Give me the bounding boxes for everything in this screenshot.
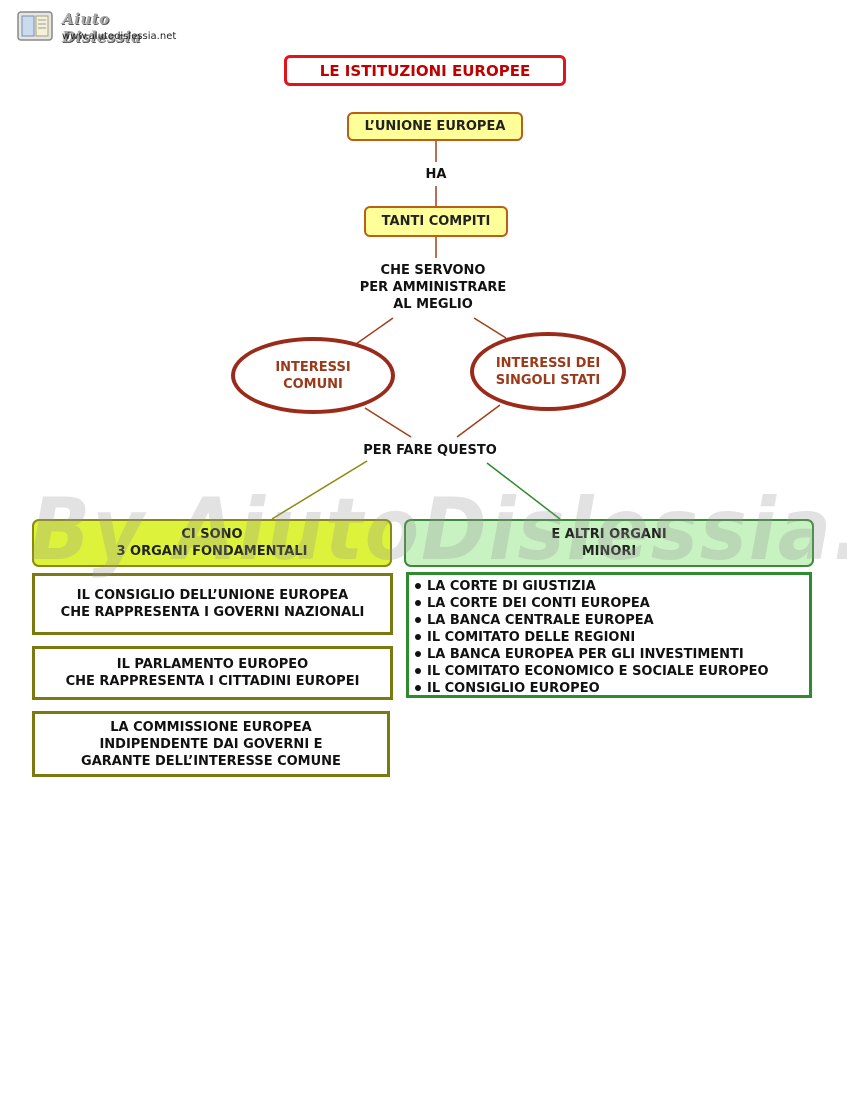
bullet-icon (415, 633, 421, 640)
box-consiglio-ue-line-1: IL CONSIGLIO DELL’UNIONE EUROPEA (76, 588, 349, 603)
list-item: IL COMITATO DELLE REGIONI (413, 629, 809, 646)
list-item-text: IL COMITATO ECONOMICO E SOCIALE EUROPEO (427, 664, 769, 679)
list-item: IL COMITATO ECONOMICO E SOCIALE EUROPEO (413, 663, 809, 680)
header-left-line-2: 3 ORGANI FONDAMENTALI (116, 544, 308, 559)
label-che-servono: CHE SERVONO PER AMMINISTRARE AL MEGLIO (316, 262, 550, 313)
list-organi-minori: LA CORTE DI GIUSTIZIA LA CORTE DEI CONTI… (406, 572, 812, 698)
box-parlamento-line-2: CHE RAPPRESENTA I CITTADINI EUROPEI (65, 674, 360, 689)
connector-stati-perfare (456, 404, 501, 438)
node-interessi-comuni: INTERESSI COMUNI (231, 337, 395, 414)
bullet-icon (415, 650, 421, 657)
bullet-icon (415, 582, 421, 589)
box-consiglio-ue: IL CONSIGLIO DELL’UNIONE EUROPEA CHE RAP… (32, 573, 393, 635)
list-item: LA CORTE DEI CONTI EUROPEA (413, 595, 809, 612)
box-commissione-line-2: INDIPENDENTE DAI GOVERNI E (99, 736, 323, 752)
list-item-text: IL COMITATO DELLE REGIONI (427, 630, 636, 645)
node-unione-europea: L’UNIONE EUROPEA (347, 112, 523, 141)
logo-url: www.aiutodislessia.net (62, 31, 177, 42)
interessi-comuni-line-2: COMUNI (283, 376, 343, 392)
box-commissione-line-1: LA COMMISSIONE EUROPEA (110, 719, 312, 735)
list-item-text: LA BANCA CENTRALE EUROPEA (427, 613, 654, 628)
list-item-text: LA BANCA EUROPEA PER GLI INVESTIMENTI (427, 647, 744, 662)
connector-perfare-left (271, 460, 368, 520)
interessi-stati-line-1: INTERESSI DEI (495, 355, 601, 371)
interessi-comuni-line-1: INTERESSI (275, 359, 351, 375)
header-right-line-1: E ALTRI ORGANI (551, 527, 667, 542)
connector-servono-stati (473, 317, 507, 339)
bullet-icon (415, 684, 421, 691)
connector-servono-comuni (355, 317, 394, 345)
interessi-stati-line-2: SINGOLI STATI (495, 372, 601, 388)
list-item-text: LA CORTE DEI CONTI EUROPEA (427, 596, 650, 611)
label-per-fare-questo: PER FARE QUESTO (363, 443, 497, 458)
bullet-icon (415, 667, 421, 674)
label-che-servono-line-2: PER AMMINISTRARE (359, 280, 507, 295)
box-consiglio-ue-line-2: CHE RAPPRESENTA I GOVERNI NAZIONALI (60, 605, 365, 620)
list-item: IL CONSIGLIO EUROPEO (413, 680, 809, 697)
label-che-servono-line-1: CHE SERVONO (380, 263, 486, 278)
page-title: LE ISTITUZIONI EUROPEE (284, 55, 566, 86)
logo-book-icon (17, 11, 53, 41)
list-item-text: LA CORTE DI GIUSTIZIA (427, 579, 596, 594)
header-organi-fondamentali: CI SONO 3 ORGANI FONDAMENTALI (32, 519, 392, 567)
box-parlamento-line-1: IL PARLAMENTO EUROPEO (116, 657, 309, 672)
header-organi-minori: E ALTRI ORGANI MINORI (404, 519, 814, 567)
box-commissione-europea: LA COMMISSIONE EUROPEA INDIPENDENTE DAI … (32, 711, 390, 777)
bullet-icon (415, 616, 421, 623)
label-che-servono-line-3: AL MEGLIO (393, 297, 473, 312)
label-ha: HA (425, 167, 447, 182)
list-item: LA CORTE DI GIUSTIZIA (413, 578, 809, 595)
box-commissione-line-3: GARANTE DELL’INTERESSE COMUNE (81, 753, 341, 769)
node-tanti-compiti: TANTI COMPITI (364, 206, 508, 237)
site-logo[interactable]: Aiuto Dislessia www.aiutodislessia.net (16, 8, 176, 46)
connector-perfare-right (486, 462, 561, 520)
header-left-line-1: CI SONO (181, 527, 243, 542)
bullet-icon (415, 599, 421, 606)
list-item-text: IL CONSIGLIO EUROPEO (427, 681, 600, 696)
header-right-line-2: MINORI (581, 544, 637, 559)
connector-comuni-perfare (364, 407, 412, 438)
list-item: LA BANCA CENTRALE EUROPEA (413, 612, 809, 629)
logo-name: Aiuto Dislessia (62, 10, 142, 46)
list-item: LA BANCA EUROPEA PER GLI INVESTIMENTI (413, 646, 809, 663)
node-interessi-stati: INTERESSI DEI SINGOLI STATI (470, 332, 626, 411)
box-parlamento-europeo: IL PARLAMENTO EUROPEO CHE RAPPRESENTA I … (32, 646, 393, 700)
